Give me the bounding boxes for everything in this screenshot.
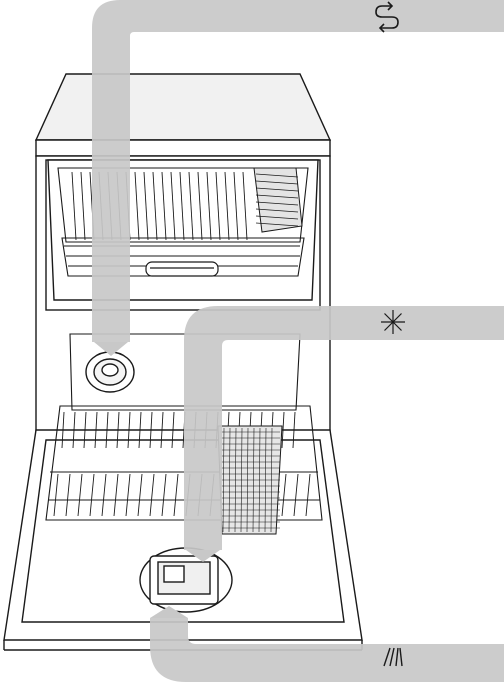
salt-container-cap (85, 351, 135, 393)
detergent-arrow (150, 606, 188, 618)
rinse-arrow (186, 550, 220, 562)
detergent-icon (383, 647, 403, 667)
salt-arrow (94, 342, 128, 356)
detergent-callout-band (150, 618, 504, 682)
rinse-callout-band (184, 306, 504, 550)
worktop (34, 73, 332, 141)
detergent-dispenser (139, 547, 233, 613)
upper-basket-handle (145, 261, 219, 277)
salt-refill-icon (375, 1, 399, 33)
upper-cutlery-tray (253, 167, 303, 233)
rinse-aid-icon (381, 310, 405, 334)
